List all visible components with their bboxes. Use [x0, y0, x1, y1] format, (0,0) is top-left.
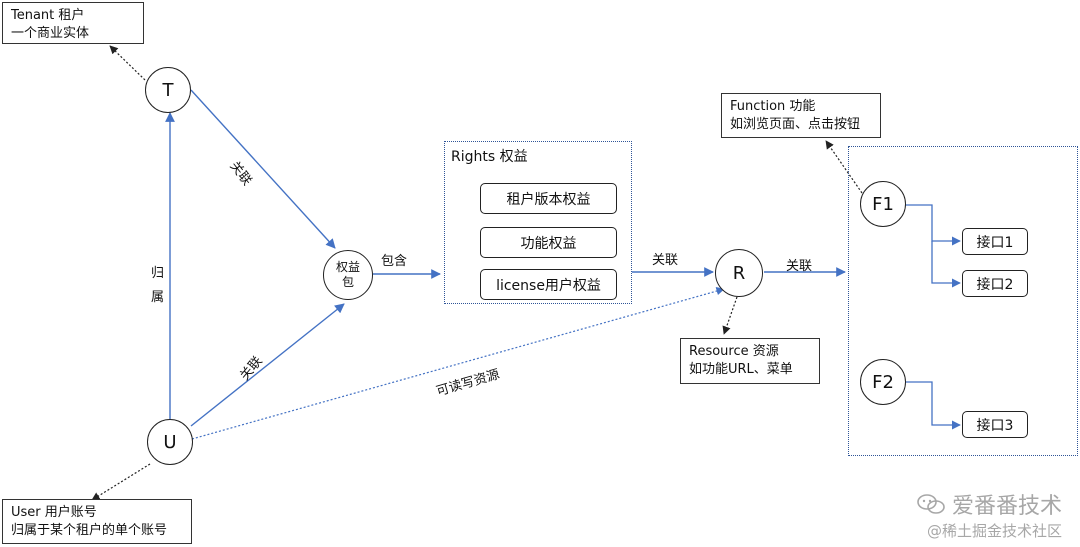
rights-package-label-2: 包	[341, 275, 354, 289]
resource-node: R	[715, 249, 763, 297]
function-node-f2: F2	[860, 359, 906, 405]
function-note-line2: 如浏览页面、点击按钮	[730, 117, 861, 132]
tenant-note-line2: 一个商业实体	[11, 26, 90, 41]
resource-note-line2: 如功能URL、菜单	[689, 362, 793, 377]
watermark-line2: @稀土掘金技术社区	[926, 522, 1062, 540]
edge-t-note	[109, 45, 146, 81]
edge-label-pkg-rights: 包含	[381, 254, 408, 269]
rights-item-tenant-version: 租户版本权益	[480, 183, 617, 214]
edge-f2-api3	[905, 381, 961, 430]
tenant-note-line1: Tenant 租户	[11, 8, 85, 23]
rights-package-label-1: 权益	[335, 260, 360, 274]
watermark-line1: 爱番番技术	[916, 488, 1062, 520]
watermark: 爱番番技术 @稀土掘金技术社区	[916, 488, 1062, 541]
rights-package-node: 权益 包	[323, 250, 373, 300]
function-node-f1: F1	[860, 181, 906, 227]
resource-note-line1: Resource 资源	[689, 344, 779, 359]
edge-label-u-t: 归属	[151, 266, 165, 305]
edge-label-rights-r: 关联	[652, 253, 679, 268]
user-node: U	[147, 419, 193, 465]
api-node-2: 接口2	[962, 270, 1028, 297]
function-group	[848, 146, 1078, 456]
edge-u-pkg	[190, 303, 345, 427]
api-node-1: 接口1	[962, 228, 1028, 255]
wechat-icon	[917, 494, 945, 514]
watermark-line1-text: 爱番番技术	[951, 494, 1062, 519]
resource-note: Resource 资源 如功能URL、菜单	[680, 338, 820, 384]
function-note: Function 功能 如浏览页面、点击按钮	[721, 93, 881, 138]
edge-r-note	[722, 296, 738, 335]
edge-f1-api2	[931, 241, 961, 288]
edge-label-r-f: 关联	[786, 259, 813, 274]
user-note-line1: User 用户账号	[11, 505, 97, 520]
api-node-3: 接口3	[962, 411, 1028, 438]
rights-item-function: 功能权益	[480, 227, 617, 258]
edge-u-r	[191, 287, 725, 440]
edge-f1-api1	[905, 204, 961, 246]
rights-item-license-user: license用户权益	[480, 269, 617, 300]
user-note: User 用户账号 归属于某个租户的单个账号	[2, 499, 192, 544]
user-note-line2: 归属于某个租户的单个账号	[11, 523, 168, 538]
tenant-note: Tenant 租户 一个商业实体	[2, 2, 144, 44]
rights-group: Rights 权益	[444, 141, 632, 304]
edge-f1-note	[825, 140, 863, 194]
function-note-line1: Function 功能	[730, 99, 816, 114]
rights-group-title: Rights 权益	[451, 149, 528, 165]
tenant-node: T	[145, 67, 191, 113]
edge-u-note	[91, 463, 151, 501]
edge-t-pkg	[190, 89, 336, 249]
